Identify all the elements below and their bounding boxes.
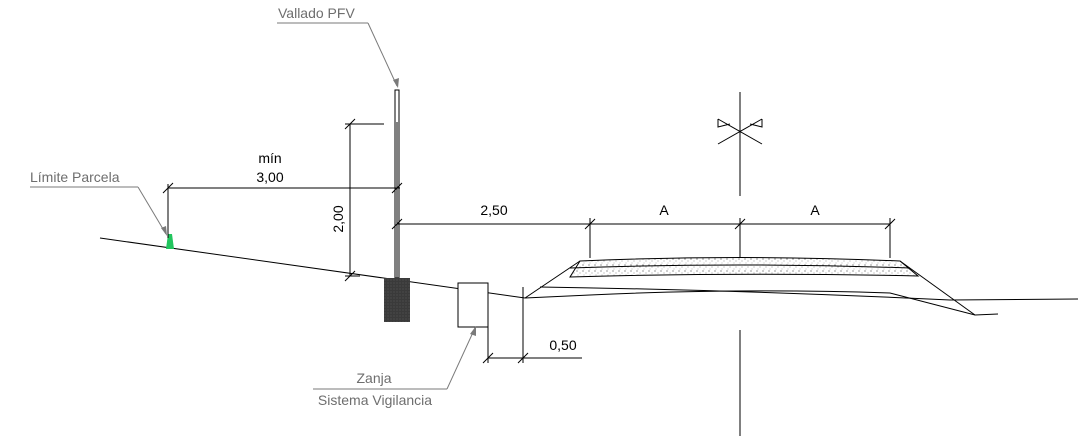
vallado-leader-arrow [393,78,399,88]
dim-tick [391,182,403,194]
dim-a-right-label: A [810,202,820,218]
fence-footing [384,278,410,322]
vallado-leader [367,22,398,87]
dim-min-label: mín [258,150,281,166]
boundary-marker-icon [166,234,174,249]
dim-tick [344,118,356,130]
road-subbase-line [539,286,1078,301]
dim-300-label: 3,00 [256,169,283,185]
dim-a-left-label: A [659,202,669,218]
dim-tick [344,270,356,282]
trench [457,282,489,328]
vallado-label: Vallado PFV [278,5,355,21]
road-embankment-left [524,260,581,299]
limite-leader-arrow [161,226,167,236]
axis-symbol [717,118,763,145]
road-hatch [569,264,911,269]
dim-tick [391,218,403,230]
dim-tick [162,182,174,194]
dim-050-label: 0,50 [549,337,576,353]
zanja-leader [446,327,476,390]
dim-250-label: 2,50 [480,202,507,218]
limite-label: Límite Parcela [30,169,120,185]
road-embankment-right [899,260,976,316]
limite-leader [137,186,167,235]
road-surface [569,257,920,278]
dim-tick [482,352,494,364]
dim-200-label: 2,00 [330,205,346,232]
dim-tick [517,352,529,364]
terrain-line [99,237,999,316]
dim-tick [884,218,896,230]
sistema-vigilancia-label: Sistema Vigilancia [318,392,432,408]
zanja-label: Zanja [356,370,391,386]
zanja-leader-arrow [470,326,476,336]
